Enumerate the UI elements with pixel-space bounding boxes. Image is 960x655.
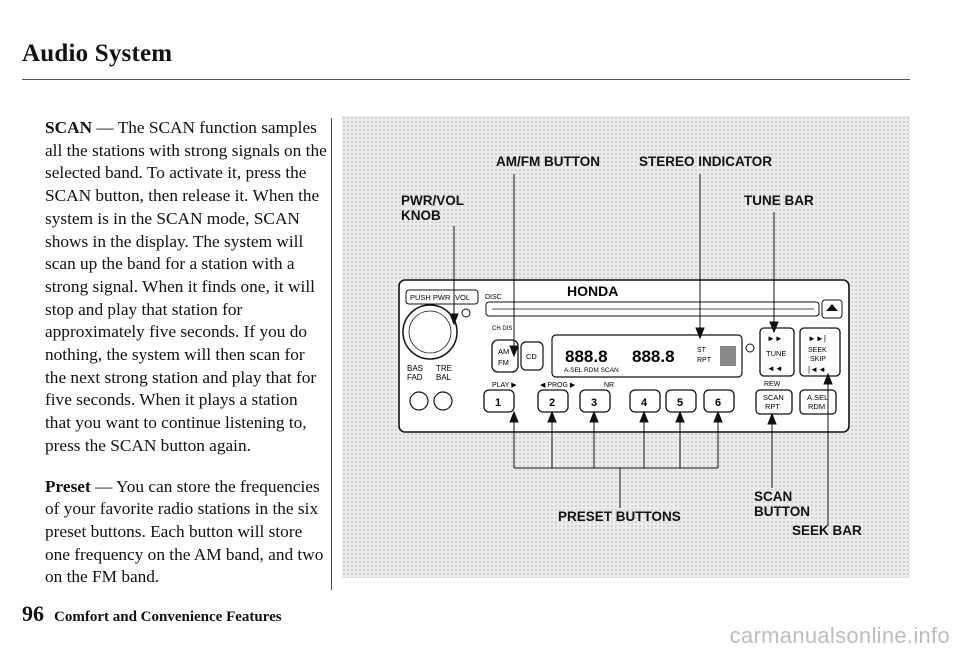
scan-paragraph: SCAN — The SCAN function samples all the… [45,117,327,458]
column-divider [331,118,332,590]
seek-label: SEEK [808,347,827,354]
preset-button-1[interactable] [483,389,515,413]
display-status: A.SEL RDM SCAN [564,367,619,374]
watermark: carmanualsonline.info [729,623,950,648]
preset-5-label: 5 [677,397,683,409]
text-column: SCAN — The SCAN function samples all the… [45,117,327,607]
bas-label: BAS [407,364,423,373]
bass-fader-knob[interactable] [409,391,429,411]
treble-balance-knob[interactable] [433,391,453,411]
tune-label: TUNE [766,349,786,358]
tune-up-icon: ►► [767,334,783,343]
display-digits: 888.8 [565,347,608,366]
seek-skip-bar[interactable] [799,327,841,377]
tune-bar[interactable] [759,327,795,377]
disc-label: DISC [485,294,502,301]
disc-indicator [461,308,471,318]
cd-label: CD [526,352,537,361]
preset-paragraph: Preset — You can store the frequencies o… [45,476,327,590]
section-name: Comfort and Convenience Features [54,609,282,625]
page-footer: 96 Comfort and Convenience Features [22,601,282,627]
asel-rdm-button[interactable] [799,389,837,415]
preset-text: You can store the frequencies of your fa… [45,476,324,587]
fad-label: FAD [407,373,423,382]
push-pwr-vol-label: PUSH PWR ·VOL [410,293,470,302]
push-pwr-vol-frame [405,289,479,305]
audio-unit-diagram: AM/FM BUTTON STEREO INDICATOR PWR/VOL KN… [398,154,862,538]
play-label: PLAY ▶ [492,382,517,389]
cd-pattern [720,346,736,366]
eject-icon [826,304,838,311]
tre-label: TRE [436,364,452,373]
asel-rdm-label-2: RDM [808,402,825,411]
label-scan-button-2: BUTTON [754,504,810,519]
st-indicator: ST [697,347,707,354]
preset-6-label: 6 [715,397,721,409]
preset-2-label: 2 [549,397,555,409]
tune-down-icon: ◄◄ [767,364,783,373]
nr-label: NR [604,382,614,389]
label-pwr-vol-2: KNOB [401,208,441,223]
preset-button-6[interactable] [703,389,735,413]
preset-dash: — [90,476,117,496]
prog-label: ◀ PROG ▶ [540,382,576,389]
preset-button-4[interactable] [629,389,661,413]
scan-text: The SCAN function samples all the statio… [45,118,327,455]
seek-up-icon: ►►| [808,334,826,343]
preset-button-3[interactable] [579,389,611,413]
label-tune-bar: TUNE BAR [744,193,814,208]
scan-term: SCAN [45,118,93,137]
label-pwr-vol-1: PWR/VOL [401,193,464,208]
pwr-vol-knob[interactable] [402,304,458,360]
indicator-light [745,343,755,353]
rpt-indicator: RPT [697,357,712,364]
display-digits-2: 888.8 [632,347,675,366]
asel-rdm-label-1: A.SEL [807,393,828,402]
preset-button-5[interactable] [665,389,697,413]
fm-label: FM [498,358,509,367]
scan-rpt-label-2: RPT [765,402,780,411]
page-number: 96 [22,601,44,626]
label-am-fm-button: AM/FM BUTTON [496,154,600,169]
preset-3-label: 3 [591,397,597,409]
scan-rpt-label-1: SCAN [763,393,784,402]
label-scan-button-1: SCAN [754,489,792,504]
lcd-display [551,334,743,378]
preset-1-label: 1 [495,397,501,409]
audio-unit-figure: AM/FM BUTTON STEREO INDICATOR PWR/VOL KN… [342,116,910,578]
cd-button[interactable] [520,341,544,371]
preset-4-label: 4 [641,397,648,409]
preset-term: Preset [45,476,91,496]
label-seek-bar: SEEK BAR [792,523,862,538]
label-stereo-indicator: STEREO INDICATOR [639,154,772,169]
brand-logo: HONDA [567,283,618,299]
am-label: AM [498,347,509,356]
scan-rpt-button[interactable] [755,389,793,415]
label-preset-buttons: PRESET BUTTONS [558,509,681,524]
ch-dis-label: CH DIS [492,326,512,332]
bal-label: BAL [436,373,452,382]
skip-label: SKIP [810,356,826,363]
seek-down-icon: |◄◄ [808,365,826,374]
preset-button-2[interactable] [537,389,569,413]
rew-label: REW [764,381,781,388]
header-rule [22,79,910,80]
disc-slot [485,301,820,317]
page-title: Audio System [22,40,173,67]
scan-dash: — [92,118,118,137]
